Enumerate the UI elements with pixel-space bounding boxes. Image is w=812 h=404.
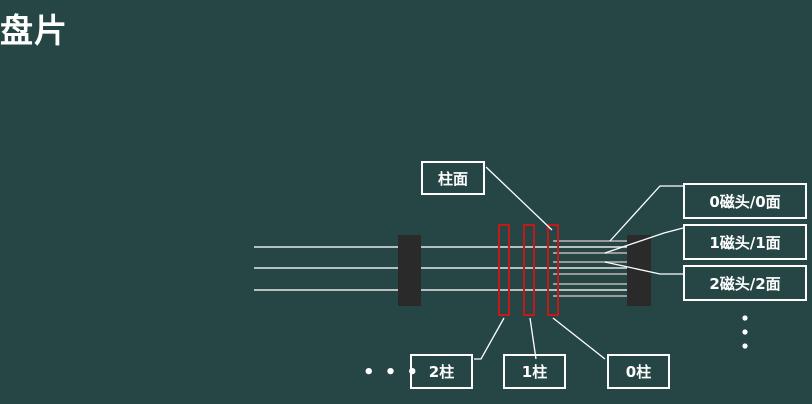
cylinder-1-label: 1柱 [503,354,566,389]
head1-label: 1磁头/1面 [683,224,807,260]
head0-label: 0磁头/0面 [683,183,807,219]
cylinder-0-label: 0柱 [607,354,670,389]
actuator-block [627,235,651,306]
cylinder-0-highlight [547,224,559,316]
head2-label: 2磁头/2面 [683,265,807,301]
head-arm-lines [553,240,628,297]
cylinder-2-highlight [498,224,510,316]
cylinder-surface-label: 柱面 [421,161,485,195]
page-title: 盘片 [0,11,68,50]
callout-cyl2 [474,317,505,360]
horizontal-ellipsis: • • • [363,362,421,383]
callout-head2 [604,261,683,275]
callout-cyl1 [529,317,537,360]
spindle-block [398,235,421,306]
callout-head0 [609,185,683,242]
callout-cylinder-surface [485,166,553,231]
cylinder-2-label: 2柱 [410,354,473,389]
callout-head1 [604,227,684,254]
vertical-ellipsis [742,315,748,349]
cylinder-1-highlight [523,224,535,316]
callout-cyl0 [552,317,606,360]
